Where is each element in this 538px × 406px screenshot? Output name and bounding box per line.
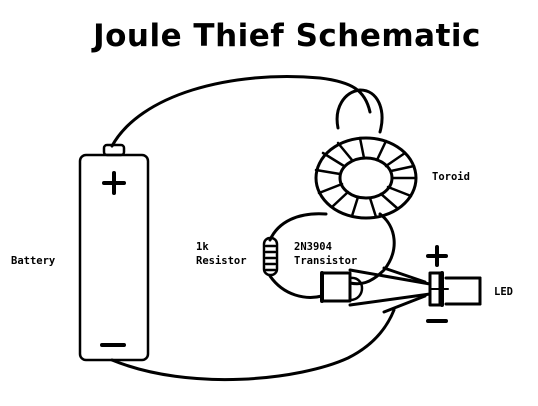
diagram-title: Joule Thief Schematic — [93, 18, 481, 54]
wire-transistor-tab — [348, 276, 364, 302]
resistor-symbol — [262, 236, 279, 277]
battery-plus-sign — [102, 171, 126, 195]
transistor-model-label: 2N3904 — [294, 241, 332, 253]
wire-coil-to-resistor — [268, 212, 328, 242]
led-wires — [348, 266, 482, 314]
wire-battery-top — [110, 75, 372, 148]
wire-coil-loop — [335, 88, 384, 134]
transistor-body — [320, 271, 352, 303]
led-label: LED — [494, 286, 513, 298]
resistor-value-label: 1k — [196, 241, 209, 253]
toroid-windings — [314, 136, 418, 219]
resistor-label: Resistor — [196, 255, 247, 267]
led-plus-sign — [426, 245, 448, 267]
led-symbol — [428, 271, 449, 307]
wire-battery-bottom — [110, 308, 396, 382]
transistor-label: Transistor — [294, 255, 358, 267]
wire-coil-to-collector — [348, 212, 396, 286]
wire-resistor-to-transistor — [268, 274, 324, 299]
toroid-label: Toroid — [432, 171, 470, 183]
battery-label: Battery — [11, 255, 56, 267]
